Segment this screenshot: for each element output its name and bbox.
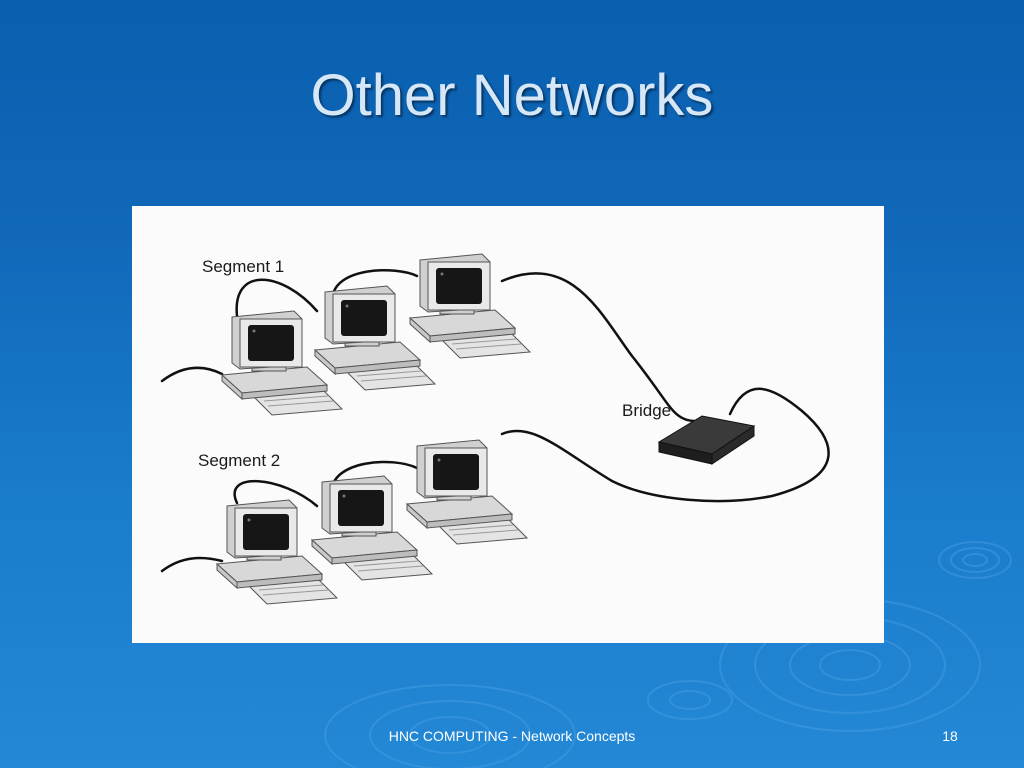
segment1-label: Segment 1 bbox=[202, 257, 284, 276]
slide-footer: HNC COMPUTING - Network Concepts bbox=[388, 728, 636, 744]
segment2-cable bbox=[160, 556, 224, 573]
slide-page-number: 18 bbox=[942, 728, 958, 744]
bridge-label: Bridge bbox=[622, 401, 671, 420]
network-bridge-diagram: Segment 1 Segment 2 Bridge bbox=[132, 206, 884, 643]
computer-icon bbox=[311, 475, 433, 581]
computer-icon bbox=[314, 285, 436, 391]
bridge-cable bbox=[500, 387, 830, 503]
computer-icon bbox=[409, 253, 531, 359]
computer-icon bbox=[406, 439, 528, 545]
bridge-icon bbox=[657, 415, 756, 465]
segment2-label: Segment 2 bbox=[198, 451, 280, 470]
segment1-cable bbox=[160, 366, 224, 383]
slide-title: Other Networks bbox=[310, 63, 714, 128]
